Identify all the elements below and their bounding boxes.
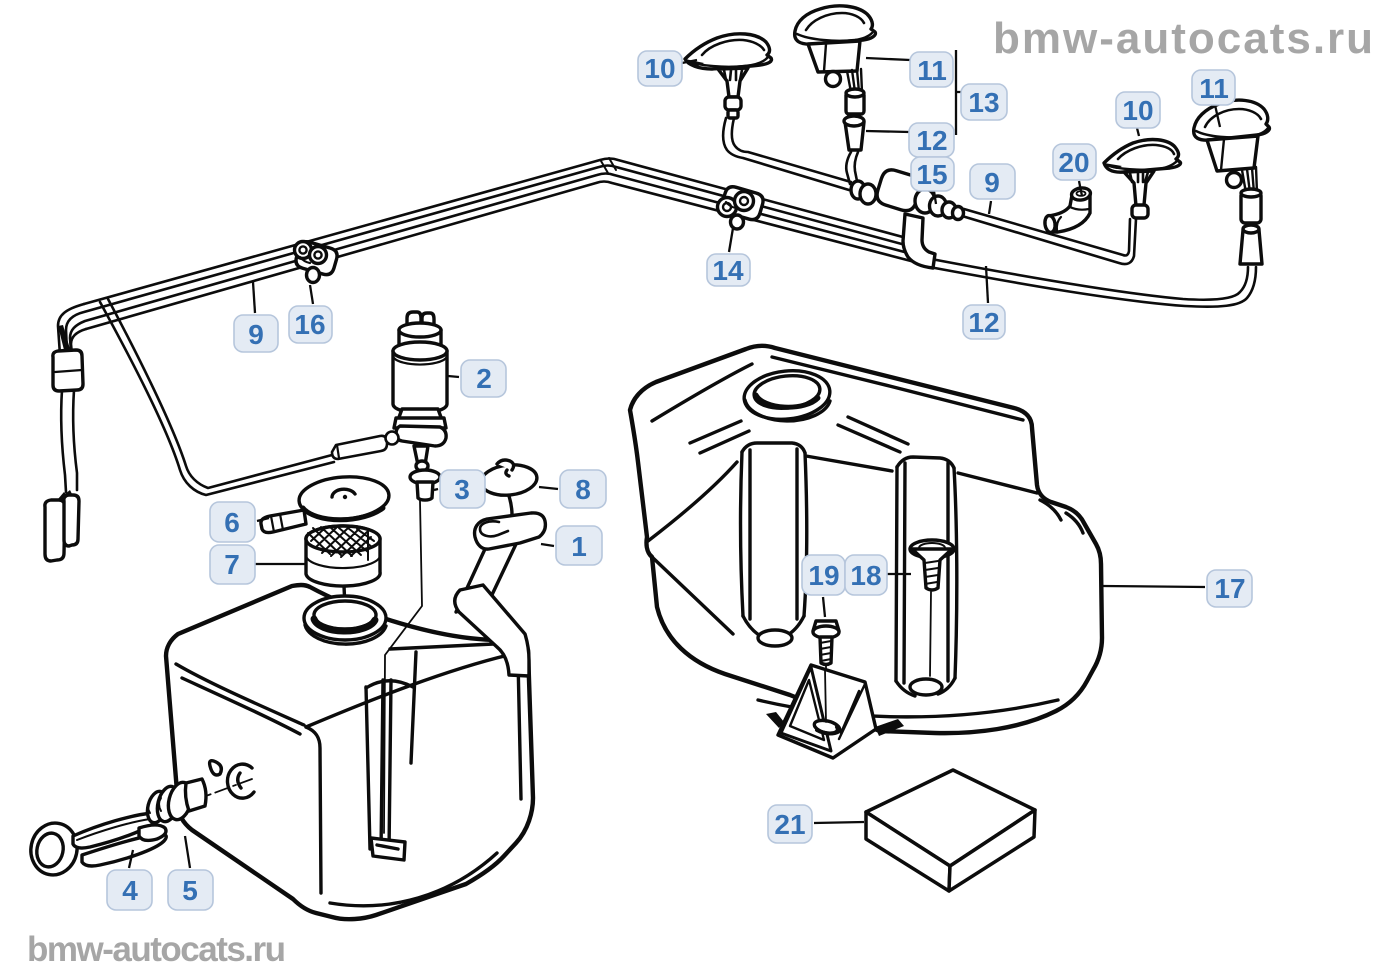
svg-text:21: 21 (774, 809, 805, 840)
svg-text:5: 5 (182, 875, 198, 906)
svg-text:13: 13 (968, 87, 999, 118)
svg-text:6: 6 (224, 507, 240, 538)
svg-text:10: 10 (644, 53, 675, 84)
svg-text:18: 18 (850, 560, 881, 591)
svg-text:1: 1 (571, 531, 587, 562)
svg-text:10: 10 (1122, 95, 1153, 126)
svg-text:7: 7 (224, 549, 240, 580)
svg-text:12: 12 (968, 307, 999, 338)
svg-text:11: 11 (917, 55, 947, 86)
svg-text:3: 3 (454, 474, 470, 505)
svg-text:12: 12 (916, 125, 947, 156)
svg-text:9: 9 (984, 167, 1000, 198)
svg-text:14: 14 (712, 255, 744, 286)
svg-text:bmw-autocats.ru: bmw-autocats.ru (27, 930, 285, 969)
svg-text:11: 11 (1199, 73, 1229, 104)
svg-text:20: 20 (1058, 147, 1089, 178)
svg-text:9: 9 (248, 319, 264, 350)
svg-text:bmw-autocats.ru: bmw-autocats.ru (993, 14, 1375, 63)
svg-text:19: 19 (808, 560, 839, 591)
svg-text:15: 15 (916, 159, 947, 190)
svg-text:8: 8 (575, 474, 591, 505)
svg-text:17: 17 (1214, 573, 1245, 604)
svg-text:4: 4 (122, 875, 138, 906)
svg-text:16: 16 (294, 309, 325, 340)
svg-text:2: 2 (476, 363, 492, 394)
